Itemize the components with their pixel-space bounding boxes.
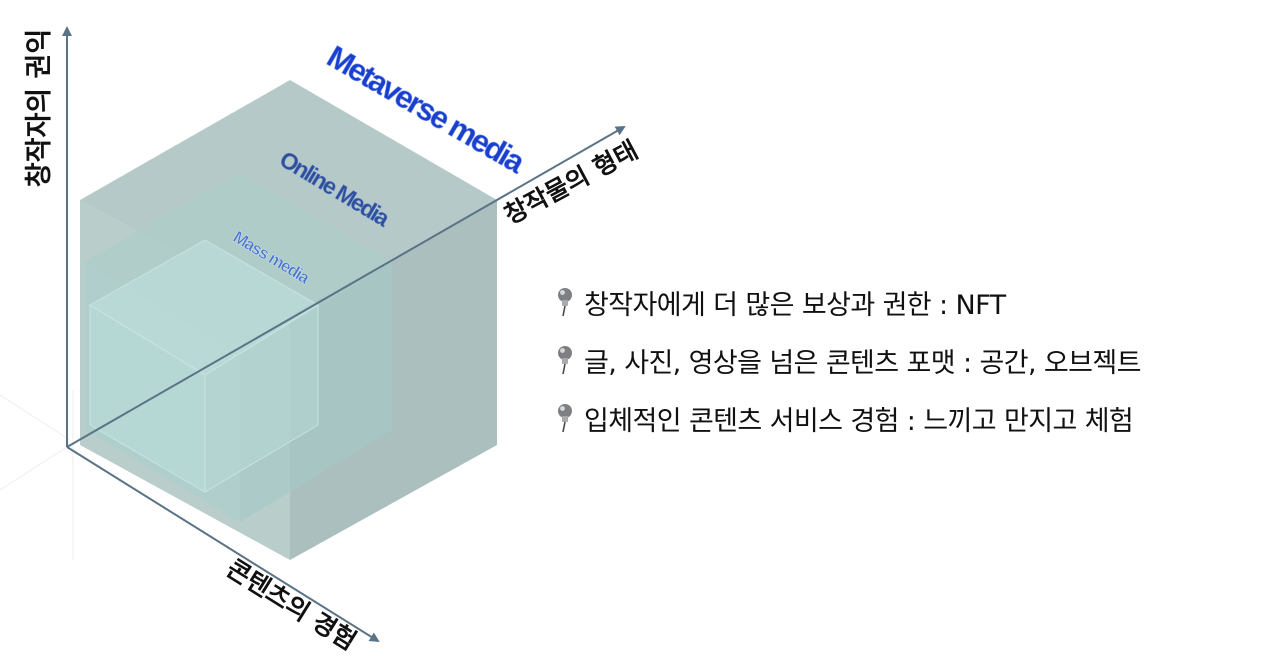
bullet-text: 창작자에게 더 많은 보상과 권한 : NFT [584, 289, 1006, 321]
guide-line [0, 394, 71, 441]
inner-cube-top [89, 239, 319, 376]
list-item: 창작자에게 더 많은 보상과 권한 : NFT [552, 280, 1280, 324]
list-item: 입체적인 콘텐츠 서비스 경험 : 느끼고 만지고 체험 [552, 396, 1280, 440]
bullet-text: 입체적인 콘텐츠 서비스 경험 : 느끼고 만지고 체험 [584, 405, 1134, 437]
guide-line [0, 444, 71, 491]
bottom-axis-label: 콘텐츠의 경험 [222, 554, 362, 656]
bottom-axis [66, 446, 380, 643]
vertical-axis-label: 창작자의 권익 [24, 29, 55, 187]
pushpin-icon [558, 404, 572, 433]
list-item: 글, 사진, 영상을 넘은 콘텐츠 포맷 : 공간, 오브젝트 [552, 338, 1280, 382]
diagonal-axis [66, 126, 626, 448]
bullet-text: 글, 사진, 영상을 넘은 콘텐츠 포맷 : 공간, 오브젝트 [584, 347, 1141, 379]
inner-cube [89, 239, 319, 493]
pushpin-icon [558, 346, 572, 375]
pushpin-icon [558, 288, 572, 317]
feature-list: 창작자에게 더 많은 보상과 권한 : NFT 글, 사진, 영상을 넘은 콘텐… [552, 280, 1280, 454]
